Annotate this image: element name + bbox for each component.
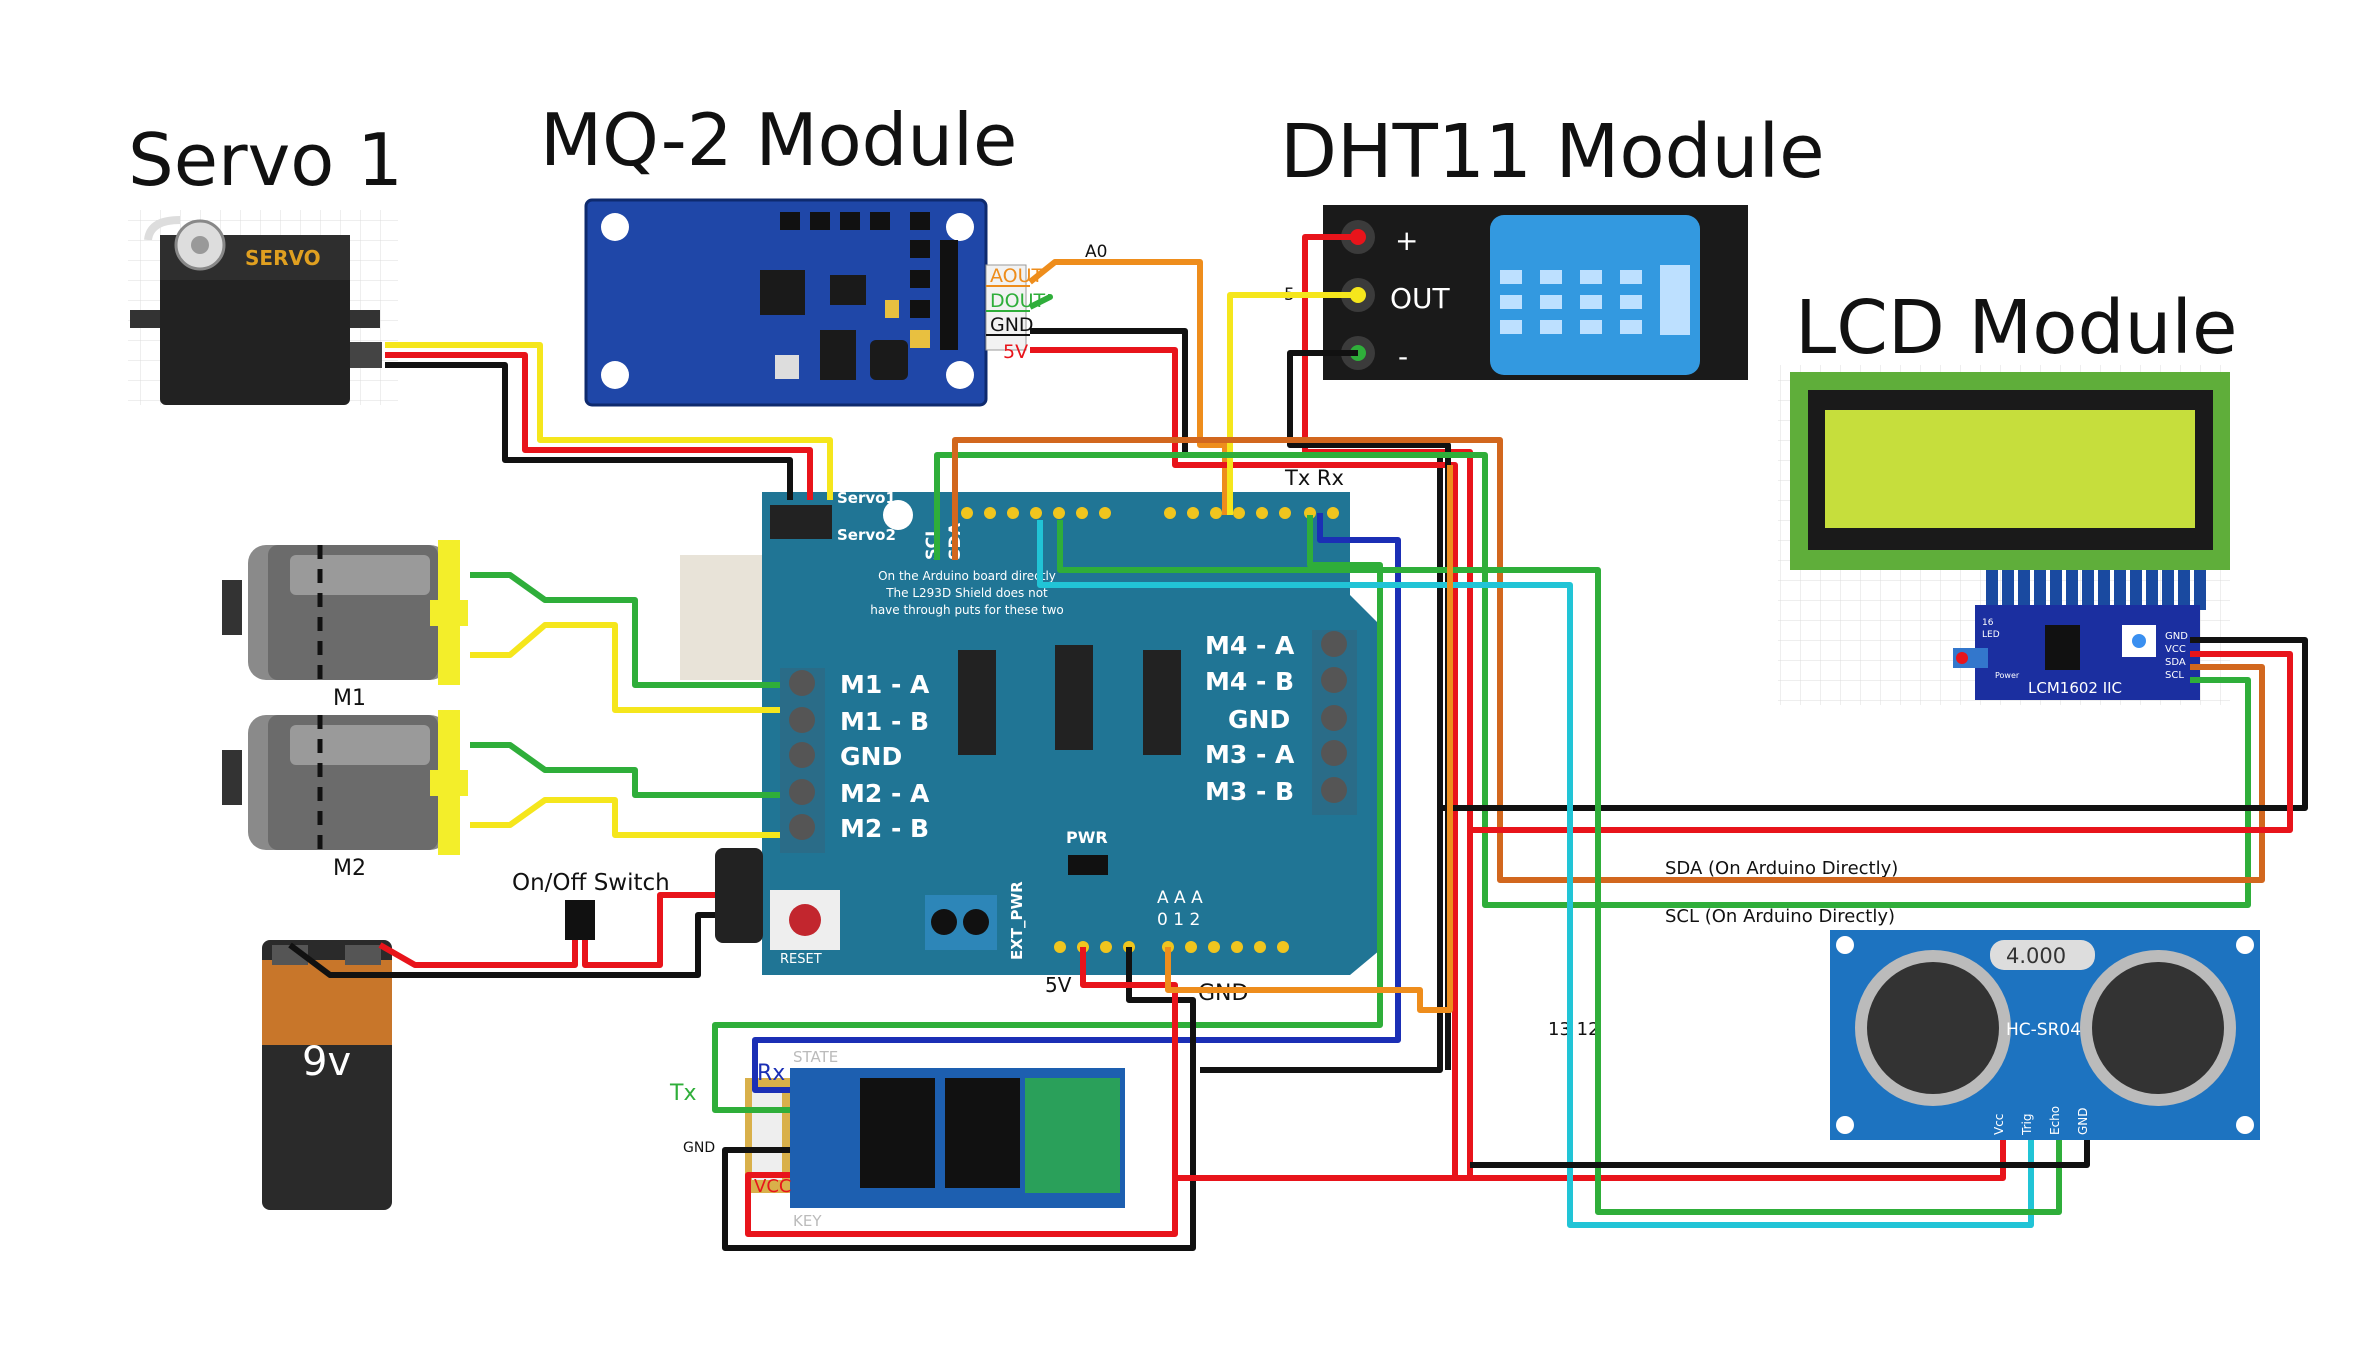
shield-5v-label: 5V	[1045, 973, 1072, 997]
shield-pin-m2b: M2 - B	[840, 814, 929, 843]
ultrasonic-pin-trig: Trig	[2020, 1114, 2034, 1136]
servo-brand: SERVO	[245, 246, 321, 270]
motor-m1-label: M1	[333, 686, 366, 711]
servo-title: Servo 1	[128, 118, 403, 202]
wire-sda	[952, 437, 2265, 883]
battery-label: 9v	[302, 1039, 351, 1085]
shield-pin-m3b: M3 - B	[1205, 777, 1294, 806]
on-off-switch[interactable]	[565, 900, 595, 940]
ultrasonic-sensor	[1830, 930, 2260, 1140]
lcd-pin-scl: SCL	[2165, 670, 2184, 681]
bt-tx-label: Tx	[669, 1081, 696, 1106]
motor-shield	[680, 492, 1380, 975]
wire-switch-to-jack	[582, 892, 715, 968]
wire-bt-vcc	[745, 947, 1178, 1237]
bt-gnd-label: GND	[683, 1140, 715, 1156]
dht11-pin-out: OUT	[1390, 282, 1451, 315]
lcd-pin-vcc: VCC	[2165, 644, 2186, 655]
shield-servo1: Servo1	[837, 489, 896, 507]
mq2-title: MQ-2 Module	[540, 98, 1017, 182]
wire-scl	[934, 452, 2251, 908]
shield-pin-gnd-left: GND	[840, 742, 902, 771]
bluetooth-module	[745, 1068, 1125, 1208]
wire-servo-signal	[385, 342, 833, 500]
dht11-module	[1323, 205, 1748, 380]
wire-m1-a	[470, 572, 780, 688]
dht11-pin-minus: -	[1398, 340, 1408, 373]
shield-note-1: On the Arduino board directly	[878, 569, 1056, 583]
dht11-pin-plus: +	[1395, 224, 1418, 257]
wire-m2-a	[470, 742, 780, 798]
wire-battery-positive	[378, 940, 578, 968]
wire-m2-b	[470, 797, 780, 838]
wire-mq2-aout	[1028, 259, 1228, 515]
lcd-title: LCD Module	[1795, 285, 2237, 371]
lcd-module	[1778, 365, 2230, 705]
wire-us-vcc	[1175, 1140, 2006, 1181]
mq2-pin-5v: 5V	[1003, 341, 1028, 363]
bt-key-label: KEY	[793, 1212, 822, 1230]
shield-pin-m2a: M2 - A	[840, 779, 930, 808]
mq2-module	[584, 198, 1027, 407]
shield-pin-m1b: M1 - B	[840, 707, 929, 736]
servo-motor: SERVO	[128, 210, 398, 405]
ultrasonic-display: 4.000	[2006, 944, 2066, 968]
wire-m1-b	[470, 622, 780, 713]
wire-bt-gnd	[722, 947, 1196, 1251]
lcd-led-label: LED	[1982, 630, 2000, 640]
ultrasonic-pin-gnd: GND	[2076, 1107, 2090, 1135]
shield-pin-gnd-right: GND	[1228, 705, 1290, 734]
wire-servo-power	[385, 352, 813, 500]
shield-ext-pwr: EXT_PWR	[1008, 881, 1026, 960]
lcd-pin-sda: SDA	[2165, 657, 2186, 668]
ultrasonic-model: HC-SR04	[2006, 1020, 2081, 1040]
wire-a0	[1165, 465, 1453, 1013]
wire-battery-negative	[288, 912, 715, 978]
mq2-pin-gnd: GND	[990, 314, 1034, 336]
wire-lcd-gnd	[1440, 637, 2308, 811]
shield-note-3: have through puts for these two	[870, 603, 1064, 617]
wire-mq2-dout	[1028, 294, 1053, 310]
wires	[288, 234, 2308, 1251]
ultrasonic-pin-vcc: Vcc	[1992, 1114, 2006, 1135]
wire-lcd-vcc	[1470, 651, 2293, 833]
shield-gnd-label: GND	[1198, 981, 1248, 1006]
shield-pin-m4a: M4 - A	[1205, 631, 1295, 660]
wire-bt-rx	[752, 513, 1401, 1093]
shield-pin-m3a: M3 - A	[1205, 740, 1295, 769]
wire-us-echo	[1057, 520, 2062, 1215]
shield-note-2: The L293D Shield does not	[885, 586, 1048, 600]
shield-analog-a: A A A	[1157, 888, 1203, 908]
bt-state-label: STATE	[793, 1048, 838, 1066]
motor-m1	[222, 540, 468, 685]
switch-label: On/Off Switch	[512, 870, 670, 896]
dht11-title: DHT11 Module	[1280, 109, 1825, 195]
shield-tx-rx: Tx Rx	[1284, 466, 1344, 490]
lcd-power-label: Power	[1995, 671, 2020, 680]
shield-pwr: PWR	[1066, 828, 1108, 847]
motor-m2	[222, 710, 468, 855]
wire-label-a0: A0	[1085, 242, 1107, 262]
lcd-pin-gnd: GND	[2165, 631, 2188, 642]
wire-label-scl: SCL (On Arduino Directly)	[1665, 906, 1895, 927]
lcd-jumper-label: 16	[1982, 618, 1994, 628]
bt-vcc-label: VCC	[754, 1176, 791, 1197]
shield-pin-m1a: M1 - A	[840, 670, 930, 699]
shield-reset: RESET	[780, 952, 822, 967]
ultrasonic-pin-echo: Echo	[2048, 1106, 2062, 1135]
bt-rx-label: Rx	[757, 1061, 785, 1086]
shield-analog-n: 0 1 2	[1157, 910, 1200, 930]
motor-m2-label: M2	[333, 856, 366, 881]
wire-us-gnd	[1470, 1140, 2090, 1168]
lcd-backpack-label: LCM1602 IIC	[2028, 679, 2122, 697]
wire-bt-tx	[712, 515, 1383, 1113]
shield-servo2: Servo2	[837, 526, 896, 544]
shield-pin-m4b: M4 - B	[1205, 667, 1294, 696]
wire-servo-ground	[385, 362, 793, 500]
wire-label-sda: SDA (On Arduino Directly)	[1665, 858, 1898, 879]
wire-label-13-12: 13 12	[1548, 1019, 1600, 1040]
